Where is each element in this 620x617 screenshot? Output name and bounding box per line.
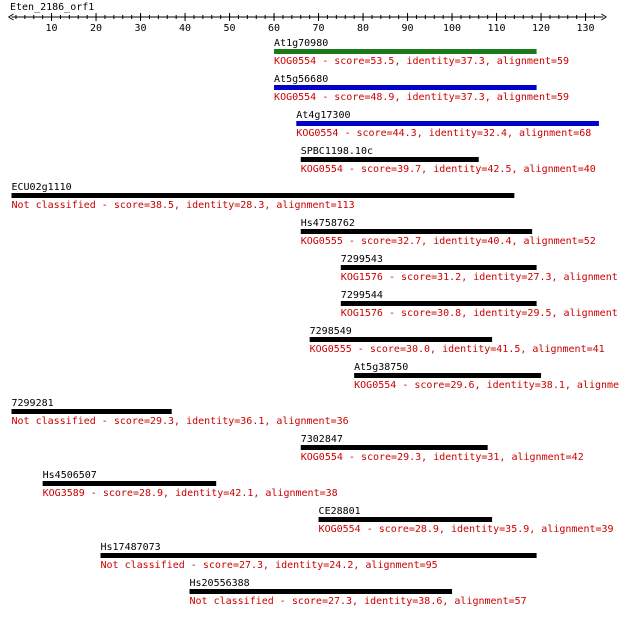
hit-description: KOG0554 - score=28.9, identity=35.9, ali…: [319, 524, 614, 535]
hit-name-label[interactable]: ECU02g1110: [12, 182, 72, 193]
hit-description: KOG0554 - score=29.6, identity=38.1, ali…: [354, 380, 619, 391]
hit-description: KOG0554 - score=29.3, identity=31, align…: [301, 452, 584, 463]
hit-name-label[interactable]: 7299543: [341, 254, 383, 265]
hit-name-label[interactable]: 7302847: [301, 434, 343, 445]
hit-name-label[interactable]: CE28801: [319, 506, 361, 517]
hit-description: KOG0554 - score=44.3, identity=32.4, ali…: [296, 128, 591, 139]
hit-alignment-bar[interactable]: [274, 49, 537, 54]
hit-description: KOG0555 - score=30.0, identity=41.5, ali…: [310, 344, 605, 355]
hit-description: KOG0554 - score=53.5, identity=37.3, ali…: [274, 56, 569, 67]
query-sequence-title: Eten_2186_orf1: [10, 2, 94, 13]
axis-tick-label: 10: [46, 23, 58, 34]
hit-name-label[interactable]: Hs17487073: [101, 542, 161, 553]
axis-tick-label: 100: [443, 23, 461, 34]
hit-name-label[interactable]: 7299544: [341, 290, 383, 301]
hit-alignment-bar[interactable]: [354, 373, 542, 378]
hit-alignment-bar[interactable]: [274, 85, 537, 90]
axis-tick-label: 40: [179, 23, 191, 34]
hit-description: KOG1576 - score=30.8, identity=29.5, ali…: [341, 308, 618, 319]
hit-alignment-bar[interactable]: [300, 229, 533, 234]
axis-right-arrow: [601, 13, 607, 21]
hit-name-label[interactable]: SPBC1198.10c: [301, 146, 373, 157]
hit-description: KOG3589 - score=28.9, identity=42.1, ali…: [43, 488, 338, 499]
hit-description: Not classified - score=27.3, identity=24…: [101, 560, 438, 571]
axis-tick-label: 130: [577, 23, 595, 34]
hit-name-label[interactable]: Hs4506507: [43, 470, 97, 481]
axis-tick-label: 70: [313, 23, 325, 34]
position-axis: 10 20 30 40 50 60 70 80 90 100 110 120 130: [8, 13, 607, 34]
hit-name-label[interactable]: 7298549: [310, 326, 352, 337]
axis-tick-label: 110: [488, 23, 506, 34]
axis-tick-label: 80: [357, 23, 369, 34]
hit-name-label[interactable]: At1g70980: [274, 38, 328, 49]
hit-alignment-bar[interactable]: [309, 337, 493, 342]
hit-description: KOG0554 - score=39.7, identity=42.5, ali…: [301, 164, 596, 175]
hit-name-label[interactable]: At5g56680: [274, 74, 328, 85]
hit-description: Not classified - score=27.3, identity=38…: [190, 596, 527, 607]
hit-alignment-bar[interactable]: [318, 517, 493, 522]
hit-name-label[interactable]: Hs20556388: [190, 578, 250, 589]
axis-tick-label: 50: [224, 23, 236, 34]
hit-description: Not classified - score=38.5, identity=28…: [12, 200, 355, 211]
axis-tick-label: 30: [135, 23, 147, 34]
hit-alignment-bar[interactable]: [11, 409, 172, 414]
axis-tick-label: 60: [268, 23, 280, 34]
hit-name-label[interactable]: Hs4758762: [301, 218, 355, 229]
axis-tick-label: 120: [532, 23, 550, 34]
hit-alignment-bar[interactable]: [340, 301, 537, 306]
hit-name-label[interactable]: At5g38750: [354, 362, 408, 373]
hit-alignment-bar[interactable]: [189, 589, 453, 594]
hit-name-label[interactable]: At4g17300: [296, 110, 350, 121]
hit-description: Not classified - score=29.3, identity=36…: [12, 416, 349, 427]
axis-left-arrow: [8, 13, 14, 21]
hit-alignment-bar[interactable]: [42, 481, 217, 486]
hit-alignment-bar[interactable]: [296, 121, 599, 126]
hit-description: KOG0555 - score=32.7, identity=40.4, ali…: [301, 236, 596, 247]
hit-alignment-bar[interactable]: [340, 265, 537, 270]
hit-description: KOG0554 - score=48.9, identity=37.3, ali…: [274, 92, 569, 103]
hit-alignment-bar[interactable]: [11, 193, 515, 198]
axis-tick-label: 90: [402, 23, 414, 34]
hit-description: KOG1576 - score=31.2, identity=27.3, ali…: [341, 272, 618, 283]
hit-alignment-bar[interactable]: [300, 445, 488, 450]
axis-tick-label: 20: [90, 23, 102, 34]
hit-name-label[interactable]: 7299281: [12, 398, 54, 409]
hit-alignment-bar[interactable]: [100, 553, 537, 558]
hit-alignment-bar[interactable]: [300, 157, 479, 162]
